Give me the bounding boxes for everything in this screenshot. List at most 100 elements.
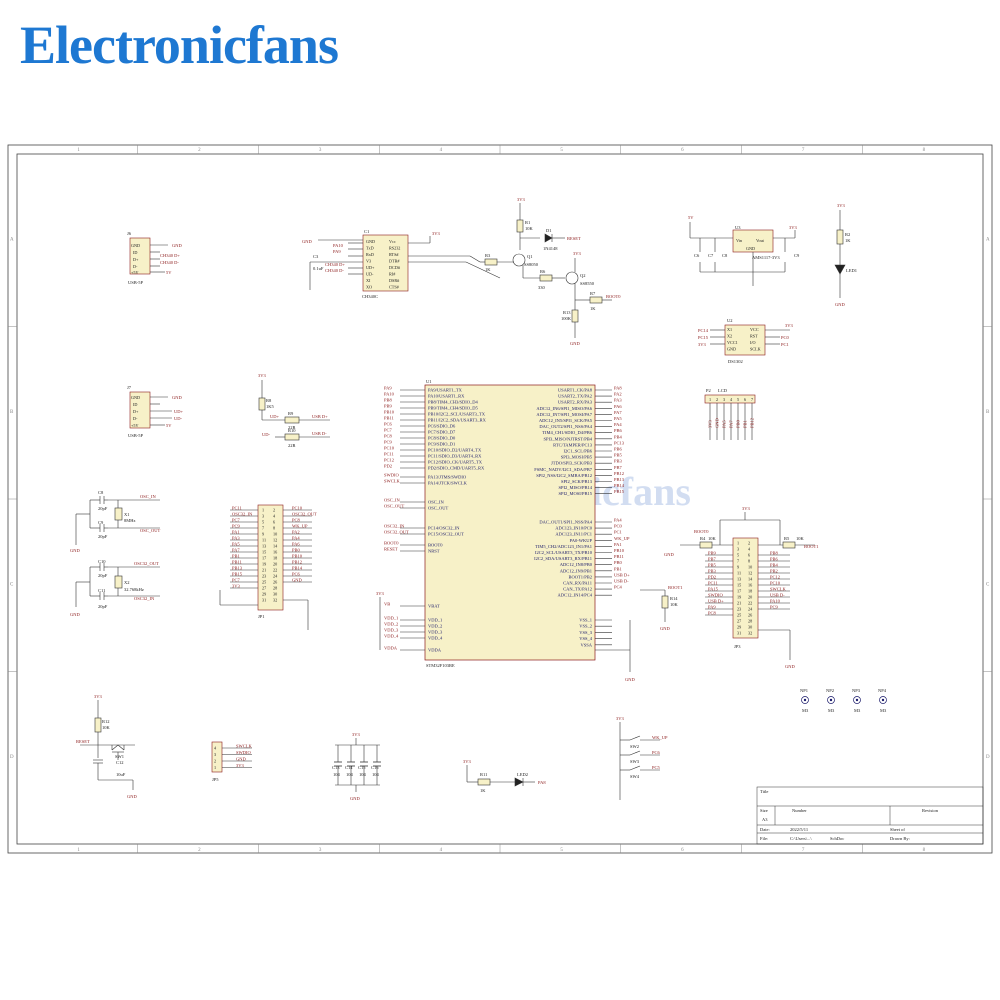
- usb-j7-pin-5: +5V: [131, 423, 138, 428]
- jp1-pin-odd: 29: [262, 592, 266, 597]
- mcu-left-net: PB10: [384, 410, 395, 415]
- jp3-left-net: PC11: [708, 581, 718, 586]
- ruler-col-bottom: 5: [560, 848, 563, 853]
- rtc-net-4: PC0: [781, 335, 790, 340]
- jp3-pin-even: 22: [748, 601, 752, 606]
- jp3-pin-odd: 21: [737, 601, 741, 606]
- boot1-net: BOOT1: [668, 585, 683, 590]
- rtc-chip: [710, 324, 790, 356]
- mcu-right-pin-label: ADC12_IN8/PB0: [560, 562, 593, 567]
- mcu-left-pin-label: VDD_3: [428, 630, 443, 635]
- mcu-right-net: USB D+: [614, 572, 630, 577]
- hse-c8-ref: C8: [98, 490, 104, 495]
- boot1-gnd: GND: [660, 626, 670, 631]
- jp1-pin-odd: 15: [262, 550, 266, 555]
- ruler-row-left: D: [10, 755, 14, 760]
- mcu-right-pin-label: ADC123_IN11/PC1: [555, 532, 592, 537]
- mcu-right-pin-label: CAN_TX/PA12: [563, 587, 592, 592]
- jp1-right-net: PA4: [292, 536, 300, 541]
- mcu-right-pin-label: TIM4_CH1/SDIO_D4/PB6: [542, 430, 593, 435]
- mount-hole-center: [829, 698, 833, 702]
- jp1-left-net: PB1: [232, 554, 240, 559]
- jp1-left-net: PB13: [232, 566, 243, 571]
- ruler-row-right: A: [986, 237, 990, 242]
- jp1-pin-even: 6: [273, 520, 275, 525]
- jp1-pin-even: 12: [273, 538, 277, 543]
- mcu-body: [424, 384, 596, 661]
- swd-pin-num: 1: [214, 765, 216, 770]
- hse-c8-val: 20pF: [98, 506, 108, 511]
- mcu-right-net: PB0: [614, 560, 623, 565]
- lse-c11-val: 20pF: [98, 604, 108, 609]
- tb-date-lbl: Date:: [760, 827, 770, 832]
- mcu-ref: U1: [426, 379, 432, 384]
- rtc-right-pin: RST: [750, 334, 758, 339]
- r11-val: 1K: [480, 788, 486, 793]
- usbr-net-3v3: 3V3: [258, 373, 266, 378]
- jp3-right-net: PB2: [770, 569, 778, 574]
- mcu-left-net: PC6: [384, 422, 393, 427]
- jp1-left-net: PC11: [232, 506, 242, 511]
- tb-revision-lbl: Revision: [922, 808, 939, 813]
- lcd-header: [704, 394, 756, 404]
- mcu-net-3v3: 3V3: [376, 591, 384, 596]
- jp1-pin-odd: 11: [262, 538, 266, 543]
- usb-j6-net-5v: 5V: [166, 270, 172, 275]
- usb-j7-part: USB-5P: [128, 433, 144, 438]
- lcd-pin-num: 7: [751, 397, 753, 402]
- mcu-right-net: USB D-: [614, 579, 629, 584]
- mount-hole-label: M3: [880, 708, 887, 713]
- reg-vin: Vin: [736, 238, 743, 243]
- ch340-right-pin: RTS#: [389, 252, 399, 257]
- mcu-left-pin-label: BOOT0: [428, 543, 443, 548]
- q1-ref: Q1: [527, 254, 533, 259]
- mcu-right-net: PB7: [614, 465, 623, 470]
- mcu-net-gnd: GND: [625, 677, 635, 682]
- lcd-pin-net: PB0: [736, 419, 741, 428]
- r7-ref: R7: [590, 291, 596, 296]
- jp3-pin-even: 2: [748, 541, 750, 546]
- mcu-left-pin-label: PC8/SDIO_D0: [428, 436, 456, 441]
- key-sw-ref: SW2: [630, 744, 639, 749]
- rtc-right-pin: VCC: [750, 327, 759, 332]
- swd-pin-num: 3: [214, 752, 216, 757]
- jp3-r5: R5: [784, 536, 790, 541]
- q-net-reset: RESET: [567, 236, 581, 241]
- jp3-net-boot1: BOOT1: [804, 544, 819, 549]
- led1-ref: LED1: [846, 268, 857, 273]
- key-sw-ref: SW4: [630, 774, 640, 779]
- mcu-right-pin-label: ADC12_IN7/SPI1_MOSI/PA7: [536, 412, 592, 417]
- mcu-right-pin-label: VSS_4: [579, 636, 593, 641]
- q-net-3v3-top: 3V3: [517, 197, 525, 202]
- swd-pin-net: SWDIO: [236, 750, 251, 755]
- jp3-pin-even: 24: [748, 607, 753, 612]
- decoup-cap-ref: C16: [371, 765, 379, 770]
- jp1-pin-odd: 21: [262, 568, 266, 573]
- mcu-right-pin-label: SPI2_MOSI/PB15: [558, 491, 592, 496]
- mount-hole-ref: NP3: [852, 688, 861, 693]
- lcd-pin-num: 5: [737, 397, 739, 402]
- decoup-cap-ref: C13: [332, 765, 340, 770]
- mcu-right-pin-label: USART1_CK/PA8: [558, 388, 593, 393]
- jp1-pin-even: 14: [273, 544, 278, 549]
- jp3-pin-even: 32: [748, 631, 752, 636]
- ch340-right-pin: RS232: [389, 246, 400, 251]
- jp1-pin-even: 22: [273, 568, 277, 573]
- rtc-ref: U2: [727, 318, 733, 323]
- jp1-right-net: OSC32_OUT: [292, 512, 317, 517]
- decoup-cap-val: 104: [346, 772, 354, 777]
- mcu-left-net: SWCLK: [384, 479, 401, 484]
- jp1-right-net: GND: [292, 578, 302, 583]
- ch340-net-gnd: GND: [302, 239, 312, 244]
- jp1-pin-even: 8: [273, 526, 275, 531]
- mcu-right-net: WK_UP: [614, 536, 630, 541]
- jp3-pin-even: 16: [748, 583, 752, 588]
- mcu-right-net: PB15: [614, 489, 625, 494]
- jp3-pin-even: 26: [748, 613, 752, 618]
- mount-hole-label: M3: [854, 708, 861, 713]
- ch340-net-pa10: PA10: [333, 243, 344, 248]
- jp3-pin-even: 12: [748, 571, 752, 576]
- mcu-right-net: PA4: [614, 422, 622, 427]
- jp3-pin-odd: 3: [737, 547, 739, 552]
